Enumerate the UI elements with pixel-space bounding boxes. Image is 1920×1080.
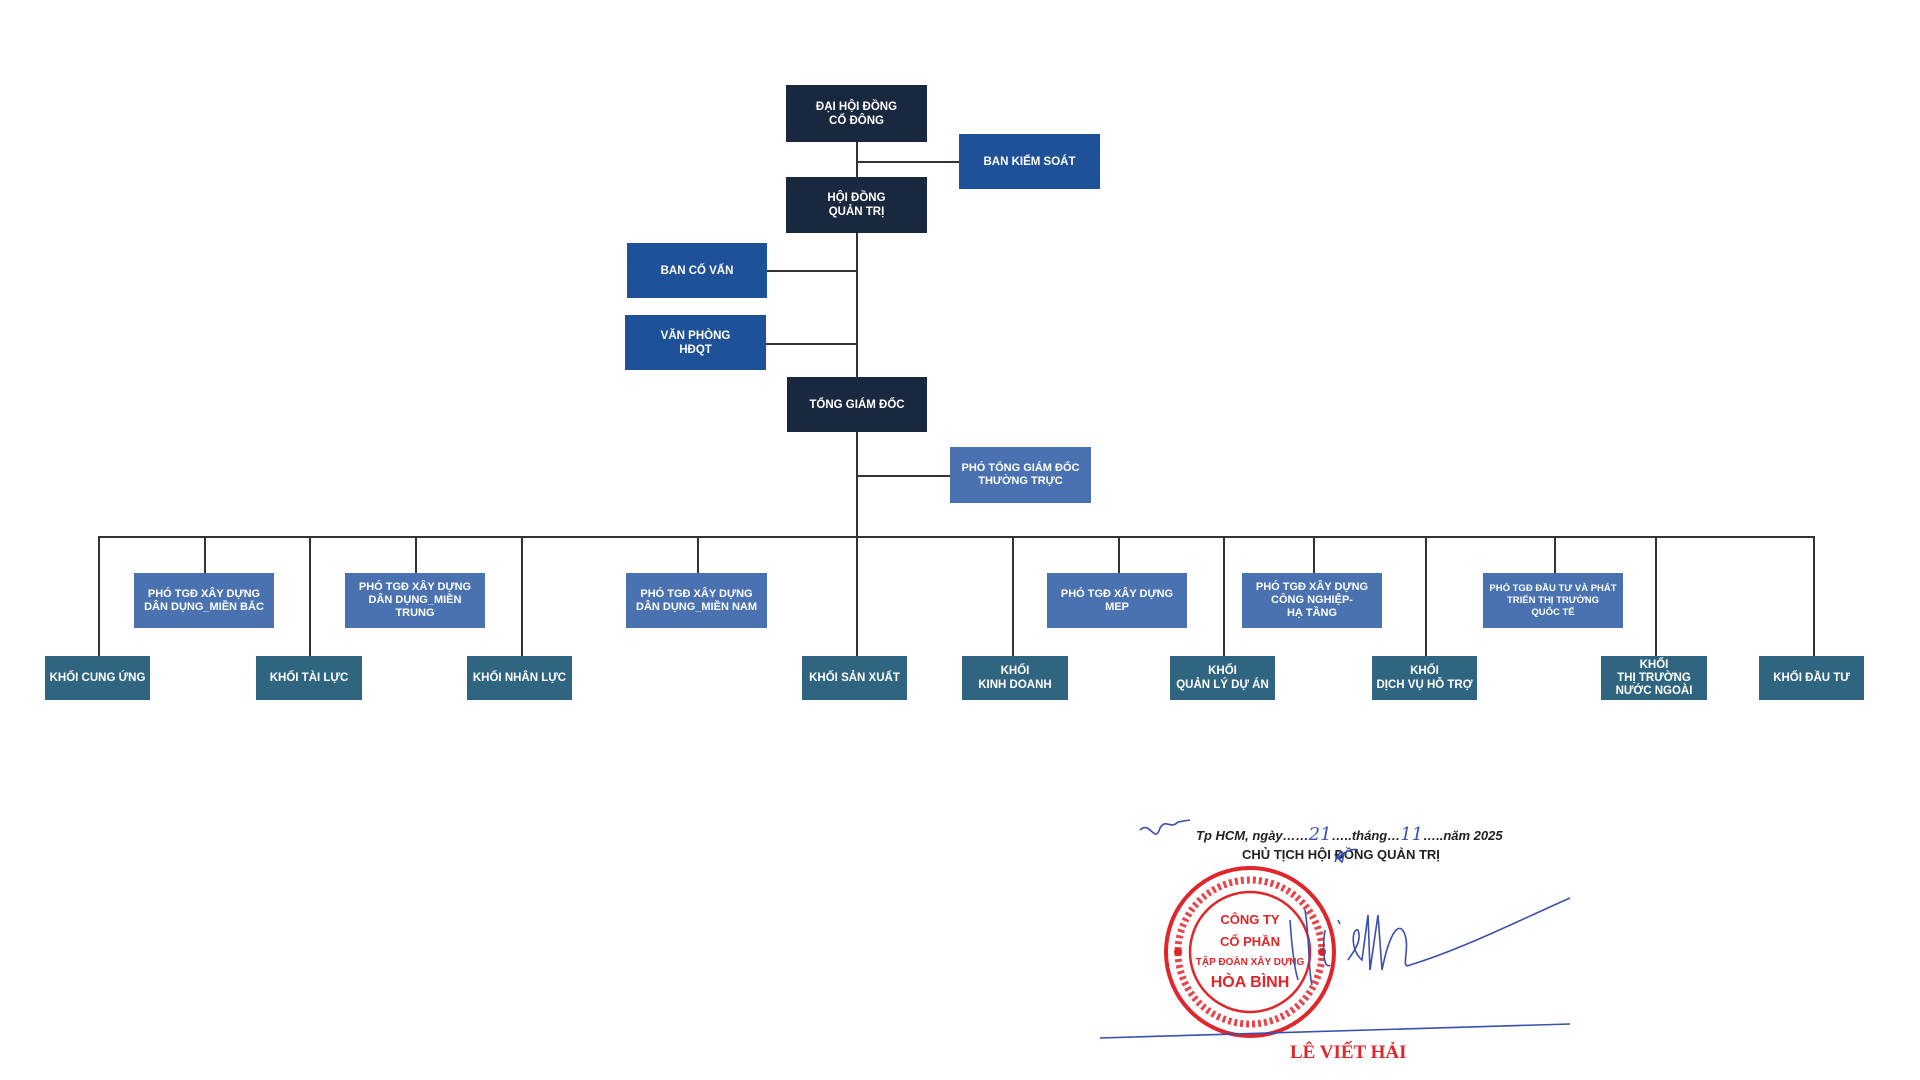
division-project-management: KHỐI QUẢN LÝ DỰ ÁN xyxy=(1170,656,1275,700)
division-investment: KHỐI ĐẦU TƯ xyxy=(1759,656,1864,700)
shareholders-box: ĐẠI HỘI ĐỒNG CỔ ĐÔNG xyxy=(786,85,927,142)
date-prefix: Tp HCM, ngày xyxy=(1196,828,1283,843)
vice-box-international: PHÓ TGĐ ĐẦU TƯ VÀ PHÁT TRIỂN THỊ TRƯỜNG … xyxy=(1483,573,1623,628)
board-office-box: VĂN PHÒNG HĐQT xyxy=(625,315,766,370)
handwritten-signature xyxy=(1100,819,1571,1039)
stamp-inner-line-4: HÒA BÌNH xyxy=(1211,972,1290,991)
drop-connector xyxy=(1425,536,1427,656)
division-support-services: KHỐI DỊCH VỤ HỖ TRỢ xyxy=(1372,656,1477,700)
ceo-box: TỔNG GIÁM ĐỐC xyxy=(787,377,927,432)
vice-box-south: PHÓ TGĐ XÂY DỰNG DÂN DỤNG_MIỀN NAM xyxy=(626,573,767,628)
connector-board-office xyxy=(766,343,856,345)
board-box: HỘI ĐỒNG QUẢN TRỊ xyxy=(786,177,927,233)
drop-connector xyxy=(521,536,523,656)
drop-connector xyxy=(309,536,311,656)
date-year: năm 2025 xyxy=(1443,828,1503,843)
vice-box-central: PHÓ TGĐ XÂY DỰNG DÂN DỤNG_MIỀN TRUNG xyxy=(345,573,485,628)
drop-connector xyxy=(415,536,417,573)
drop-connector xyxy=(1012,536,1014,656)
stamp-star-icon xyxy=(1318,948,1326,956)
standing-vice-box: PHÓ TỔNG GIÁM ĐỐC THƯỜNG TRỰC xyxy=(950,447,1091,503)
division-sales: KHỐI KINH DOANH xyxy=(962,656,1068,700)
drop-connector xyxy=(1655,536,1657,656)
stamp-inner-line-3: TẬP ĐOÀN XÂY DỰNG xyxy=(1196,955,1305,968)
division-overseas-market: KHỐI THỊ TRƯỜNG NƯỚC NGOÀI xyxy=(1601,656,1707,700)
connector-standing-vice xyxy=(856,475,950,477)
division-hr: KHỐI NHÂN LỰC xyxy=(467,656,572,700)
vice-box-north: PHÓ TGĐ XÂY DỰNG DÂN DỤNG_MIỀN BẮC xyxy=(134,573,274,628)
signer-name: LÊ VIẾT HẢI xyxy=(1290,1042,1407,1063)
division-procurement: KHỐI CUNG ỨNG xyxy=(45,656,150,700)
date-line: Tp HCM, ngày……21…..tháng…11…..năm 2025 xyxy=(1196,824,1503,845)
drop-connector xyxy=(204,536,206,573)
drop-connector xyxy=(1554,536,1556,573)
connector-advisory xyxy=(767,270,856,272)
trunk-line xyxy=(856,142,858,536)
supervisory-box: BAN KIỂM SOÁT xyxy=(959,134,1100,189)
stamp-inner-line-2: CỔ PHẦN xyxy=(1220,934,1280,949)
drop-connector xyxy=(697,536,699,573)
date-day: 21 xyxy=(1308,824,1332,845)
bus-line xyxy=(98,536,1813,538)
drop-connector xyxy=(1118,536,1120,573)
division-finance: KHỐI TÀI LỰC xyxy=(256,656,362,700)
connector-supervisory xyxy=(856,161,959,163)
stamp-inner-line-1: CÔNG TY xyxy=(1220,912,1280,927)
drop-connector xyxy=(98,536,100,656)
vice-box-industrial: PHÓ TGĐ XÂY DỰNG CÔNG NGHIỆP- HẠ TẦNG xyxy=(1242,573,1382,628)
drop-connector xyxy=(1223,536,1225,656)
drop-connector xyxy=(1813,536,1815,656)
drop-connector xyxy=(856,536,858,656)
division-production: KHỐI SẢN XUẤT xyxy=(802,656,907,700)
date-month: 11 xyxy=(1400,824,1424,845)
advisory-box: BAN CỐ VẤN xyxy=(627,243,767,298)
stamp-star-icon xyxy=(1174,948,1182,956)
drop-connector xyxy=(1313,536,1315,573)
stamp-and-signature: CÔNG TY CỔ PHẦN TẬP ĐOÀN XÂY DỰNG HÒA BÌ… xyxy=(1100,819,1571,1039)
date-month-label: tháng xyxy=(1351,828,1388,843)
vice-box-mep: PHÓ TGĐ XÂY DỰNG MEP xyxy=(1047,573,1187,628)
stamp-ring-lettering-band xyxy=(1174,876,1326,1028)
